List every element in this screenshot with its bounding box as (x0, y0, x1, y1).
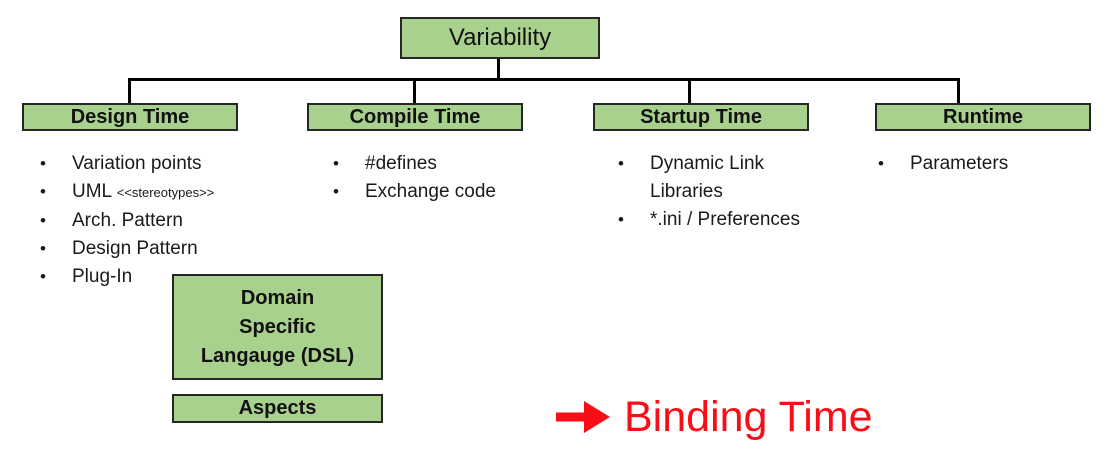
list-item: • Dynamic Link Libraries (618, 150, 848, 206)
connector-drop-design-time (128, 78, 131, 104)
aspects-box: Aspects (172, 394, 383, 423)
connector-root-stem (497, 59, 500, 80)
list-item: • Parameters (878, 150, 1098, 178)
list-item: • #defines (333, 150, 563, 178)
compile-time-header-box: Compile Time (307, 103, 523, 131)
list-item: • Design Pattern (40, 235, 300, 263)
variability-root-box: Variability (400, 17, 600, 59)
bullet-icon: • (40, 211, 46, 230)
list-item-text: *.ini / Preferences (650, 209, 800, 230)
list-item-text: Exchange code (365, 181, 496, 202)
list-item: • *.ini / Preferences (618, 206, 848, 234)
design-time-list: • Variation points • UML <<stereotypes>>… (40, 150, 300, 291)
runtime-list: • Parameters (878, 150, 1098, 178)
bullet-icon: • (40, 154, 46, 173)
dsl-label: Domain Specific Langauge (DSL) (200, 286, 355, 367)
startup-time-label: Startup Time (640, 105, 762, 128)
list-item-text: Variation points (72, 153, 202, 174)
connector-drop-runtime (957, 78, 960, 104)
list-item: • Plug-In (40, 263, 300, 291)
connector-drop-compile-time (413, 78, 416, 104)
bullet-icon: • (333, 182, 339, 201)
dsl-box: Domain Specific Langauge (DSL) (172, 274, 383, 380)
runtime-header-box: Runtime (875, 103, 1091, 131)
right-arrow-icon (556, 399, 610, 435)
startup-time-header-box: Startup Time (593, 103, 809, 131)
list-item: • Arch. Pattern (40, 207, 300, 235)
list-item-text: Plug-In (72, 266, 133, 287)
list-item-text: Design Pattern (72, 238, 198, 259)
stereotypes-note: <<stereotypes>> (116, 185, 215, 200)
bullet-icon: • (618, 210, 624, 229)
binding-time-annotation: Binding Time (556, 393, 873, 441)
list-item: • UML <<stereotypes>> (40, 178, 300, 207)
aspects-label: Aspects (238, 397, 317, 419)
bullet-icon: • (333, 154, 339, 173)
list-item-text: Arch. Pattern (72, 210, 183, 231)
list-item-text: UML <<stereotypes>> (72, 178, 214, 207)
list-item-text: Dynamic Link Libraries (650, 153, 765, 202)
variability-label: Variability (448, 24, 552, 51)
bullet-icon: • (40, 239, 46, 258)
list-item-text: Parameters (910, 153, 1009, 174)
connector-drop-startup-time (688, 78, 691, 104)
binding-time-text: Binding Time (624, 393, 873, 441)
runtime-label: Runtime (943, 105, 1023, 128)
connector-horizontal-bus (128, 78, 960, 81)
startup-time-list: • Dynamic Link Libraries • *.ini / Prefe… (618, 150, 848, 234)
list-item-text: #defines (365, 153, 437, 174)
design-time-label: Design Time (70, 105, 190, 128)
list-item: • Exchange code (333, 178, 563, 206)
compile-time-label: Compile Time (349, 105, 481, 128)
bullet-icon: • (618, 154, 624, 173)
design-time-header-box: Design Time (22, 103, 238, 131)
bullet-icon: • (878, 154, 884, 173)
uml-label: UML (72, 181, 112, 202)
bullet-icon: • (40, 182, 46, 201)
compile-time-list: • #defines • Exchange code (333, 150, 563, 206)
list-item: • Variation points (40, 150, 300, 178)
bullet-icon: • (40, 267, 46, 286)
